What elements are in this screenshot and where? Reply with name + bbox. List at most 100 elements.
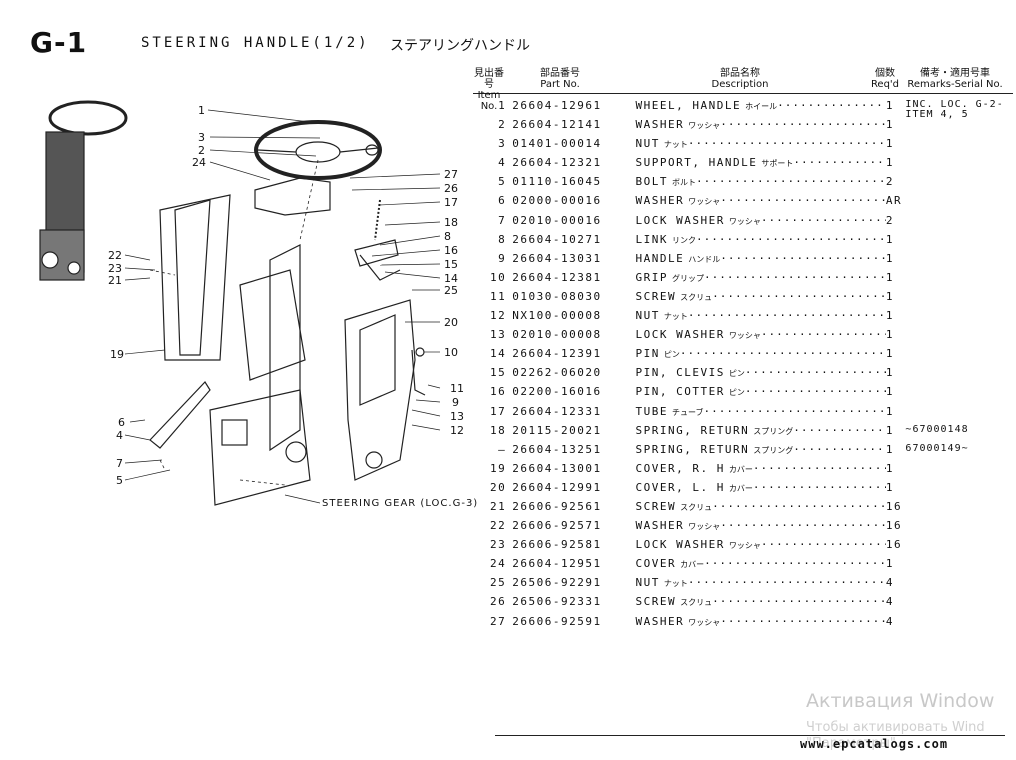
description: PIN, CLEVISピン···························…	[635, 367, 885, 380]
description-en: LOCK WASHER	[635, 214, 725, 227]
watermark-line3: "Параметры".	[806, 736, 900, 751]
description-en: PIN, CLEVIS	[635, 367, 725, 380]
header-rem: Remarks-Serial No.	[907, 79, 1003, 90]
callout-7: 7	[116, 457, 123, 470]
description-en: COVER	[635, 558, 677, 571]
item-no: 5	[498, 175, 507, 189]
leader-dots: ········································	[720, 520, 886, 533]
leader-dots: ········································	[687, 577, 886, 590]
part-no: 02010-00008	[512, 328, 602, 342]
header-item-jp: 見出番号	[474, 68, 504, 90]
description-en: SCREW	[635, 290, 677, 303]
part-no: 26604-12381	[512, 270, 602, 284]
callout-9: 9	[452, 396, 459, 409]
item-no: 10	[490, 270, 507, 284]
description-jp: スクリュ	[680, 598, 713, 608]
leader-dots: ········································	[752, 481, 886, 494]
description-en: GRIP	[635, 271, 668, 284]
diagram-drawing	[39, 100, 441, 506]
description-jp: ワッシャ	[728, 216, 761, 226]
footer-rule	[495, 735, 1005, 736]
description-en: COVER, R. H	[635, 462, 725, 475]
description: COVERカバー································…	[635, 558, 885, 571]
item-no: 18	[490, 423, 507, 437]
description-jp: ピン	[728, 369, 745, 379]
steering-gear-label: STEERING GEAR (LOC.G-3)	[322, 498, 479, 509]
part-no: 26604-12331	[512, 404, 602, 418]
leader-dots: ········································	[695, 176, 886, 189]
part-no: 02262-06020	[512, 366, 602, 380]
callout-21: 21	[108, 274, 122, 287]
part-no: 26506-92291	[512, 576, 602, 590]
item-no: 9	[498, 251, 507, 265]
description-jp: ハンドル	[688, 254, 721, 264]
item-no: 8	[498, 232, 507, 246]
leader-dots: ········································	[712, 596, 886, 609]
item-no: 6	[498, 194, 507, 208]
leader-dots: ········································	[720, 195, 886, 208]
item-no: 25	[490, 576, 507, 590]
callout-19: 19	[110, 348, 124, 361]
qty: AR	[885, 194, 903, 208]
description-jp: ワッシャ	[688, 617, 721, 627]
description-jp: ワッシャ	[688, 197, 721, 207]
description-en: WASHER	[635, 195, 685, 208]
leader-dots: ········································	[793, 424, 886, 437]
footer-url[interactable]: www.epcatalogs.com	[800, 737, 949, 751]
leader-dots: ········································	[712, 290, 886, 303]
leader-dots: ········································	[752, 462, 886, 475]
description: PINピン···································…	[635, 348, 885, 361]
description-en: SCREW	[635, 596, 677, 609]
description: WASHERワッシャ······························…	[635, 520, 885, 533]
item-no: 24	[490, 557, 507, 571]
qty: 1	[885, 557, 894, 571]
description-en: TUBE	[635, 405, 668, 418]
description-jp: ワッシャ	[728, 331, 761, 341]
page-code: G-1	[30, 26, 88, 59]
part-no: 02200-16016	[512, 385, 602, 399]
leader-dots: ········································	[744, 386, 886, 399]
qty: 1	[885, 270, 894, 284]
description-jp: チューブ	[671, 407, 704, 417]
description: WASHERワッシャ······························…	[635, 195, 885, 208]
leader-dots: ········································	[703, 271, 886, 284]
callout-1: 1	[198, 104, 205, 117]
callout-12: 12	[450, 424, 464, 437]
activation-watermark: Активация Window	[806, 690, 995, 712]
header-qty: Req'd	[870, 79, 900, 90]
callout-18: 18	[444, 216, 458, 229]
part-no: 26606-92571	[512, 519, 602, 533]
item-no: 20	[490, 480, 507, 494]
description: SCREWスクリュ·······························…	[635, 291, 885, 304]
description: GRIPグリップ································…	[635, 272, 885, 285]
part-no: 26506-92331	[512, 595, 602, 609]
callout-5: 5	[116, 474, 123, 487]
qty: 1	[885, 328, 894, 342]
description: WHEEL, HANDLEホイール·······················…	[635, 100, 885, 113]
part-no: 26604-13251	[512, 442, 602, 456]
callout-8: 8	[444, 230, 451, 243]
header-qty-jp: 個数	[875, 68, 895, 79]
description-jp: リンク	[671, 235, 696, 245]
description-jp: カバー	[728, 464, 753, 474]
item-no: 19	[490, 461, 507, 475]
description-en: SPRING, RETURN	[635, 443, 750, 456]
qty: 16	[885, 499, 903, 513]
description: NUTナット··································…	[635, 310, 885, 323]
qty: 1	[885, 347, 894, 361]
qty: 2	[885, 213, 894, 227]
item-no: –	[498, 442, 507, 456]
leader-dots: ········································	[712, 500, 886, 513]
